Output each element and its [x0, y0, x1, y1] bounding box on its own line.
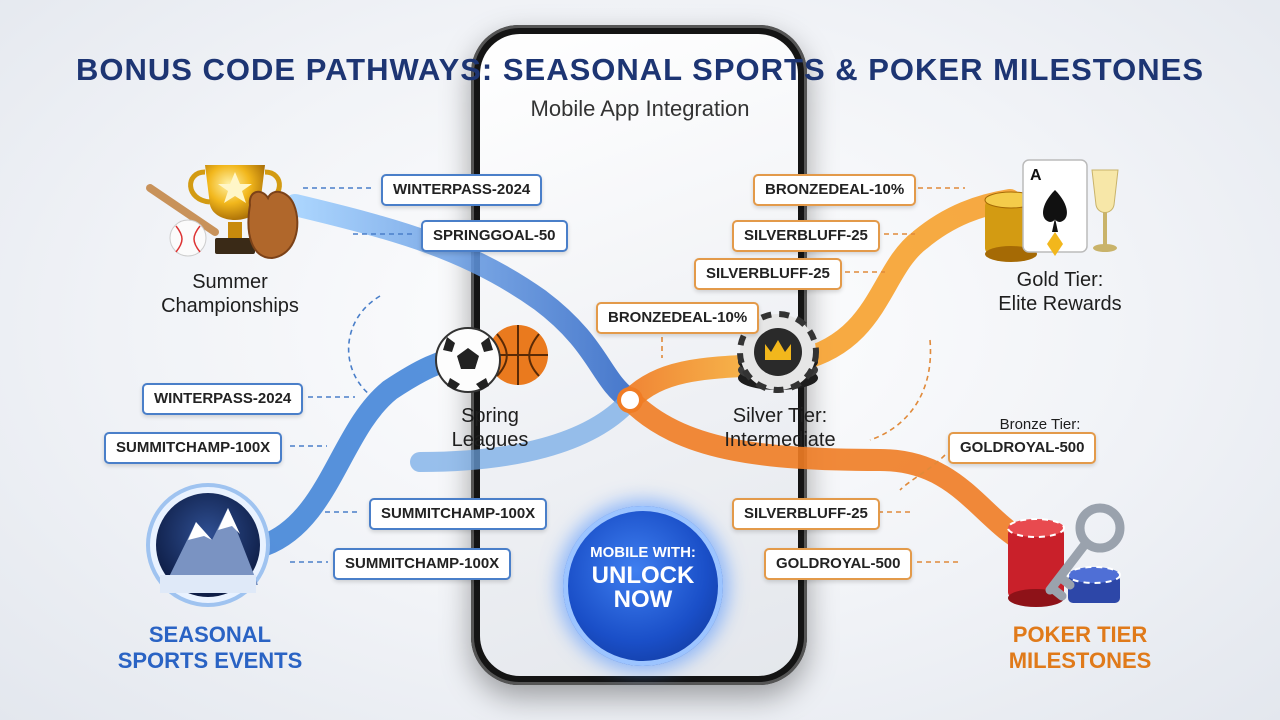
summer-championships-label: Summer Championships: [161, 271, 299, 317]
code-tag[interactable]: SUMMITCHAMP-100X: [104, 432, 283, 464]
unlock-label: UNLOCK NOW: [591, 562, 695, 613]
code-tag[interactable]: GOLDROYAL-500: [948, 432, 1097, 464]
bronze-tier-label: Bronze Tier:: [999, 416, 1081, 433]
code-tag[interactable]: SILVERBLUFF-25: [732, 498, 880, 530]
code-tag[interactable]: WINTERPASS-2024: [381, 174, 543, 206]
silver-tier-label: Silver Tier: Intermediate: [724, 405, 836, 451]
code-tag[interactable]: SUMMITCHAMP-100X: [369, 498, 548, 530]
poker-chip-crown-icon: [737, 311, 819, 393]
baseball-icon: [169, 219, 207, 257]
baseball-glove-icon: [247, 190, 299, 260]
champagne-icon: [1091, 169, 1119, 252]
mountain-icon: [146, 483, 270, 607]
hub-node: [617, 387, 643, 413]
dashed-connectors-left: [290, 187, 415, 563]
code-tag[interactable]: SUMMITCHAMP-100X: [333, 548, 512, 580]
code-tag[interactable]: SILVERBLUFF-25: [732, 220, 880, 252]
code-tag[interactable]: GOLDROYAL-500: [764, 548, 913, 580]
code-tag[interactable]: BRONZEDEAL-10%: [753, 174, 917, 206]
code-tag[interactable]: WINTERPASS-2024: [142, 383, 304, 415]
poker-tier-milestones-label: POKER TIER MILESTONES: [1008, 622, 1152, 673]
svg-text:A: A: [1030, 167, 1042, 184]
path-summer-to-hub: [284, 194, 641, 411]
key-icon: [1045, 503, 1125, 601]
ace-spade-card-icon: A: [1022, 159, 1088, 256]
code-tag[interactable]: BRONZEDEAL-10%: [596, 302, 760, 334]
path-lower-to-hub: [410, 390, 640, 472]
spring-leagues-label: Spring Leagues: [451, 405, 529, 451]
unlock-caption: MOBILE WITH:: [590, 544, 696, 561]
code-tag[interactable]: SPRINGGOAL-50: [421, 220, 568, 252]
code-tag[interactable]: SILVERBLUFF-25: [694, 258, 842, 290]
gold-tier-label: Gold Tier: Elite Rewards: [998, 269, 1122, 315]
seasonal-sports-events-label: SEASONAL SPORTS EVENTS: [117, 622, 303, 673]
soccer-ball-icon: [435, 327, 501, 393]
baseball-bat-icon: [146, 184, 219, 236]
page-subtitle: Mobile App Integration: [530, 96, 750, 121]
chip-stack-icon: [1007, 518, 1121, 607]
page-title: BONUS CODE PATHWAYS: SEASONAL SPORTS & P…: [75, 52, 1205, 87]
path-silver-to-gold: [789, 189, 1021, 371]
unlock-now-button[interactable]: MOBILE WITH: UNLOCK NOW: [563, 506, 723, 666]
path-hub-to-poker: [619, 389, 1041, 556]
